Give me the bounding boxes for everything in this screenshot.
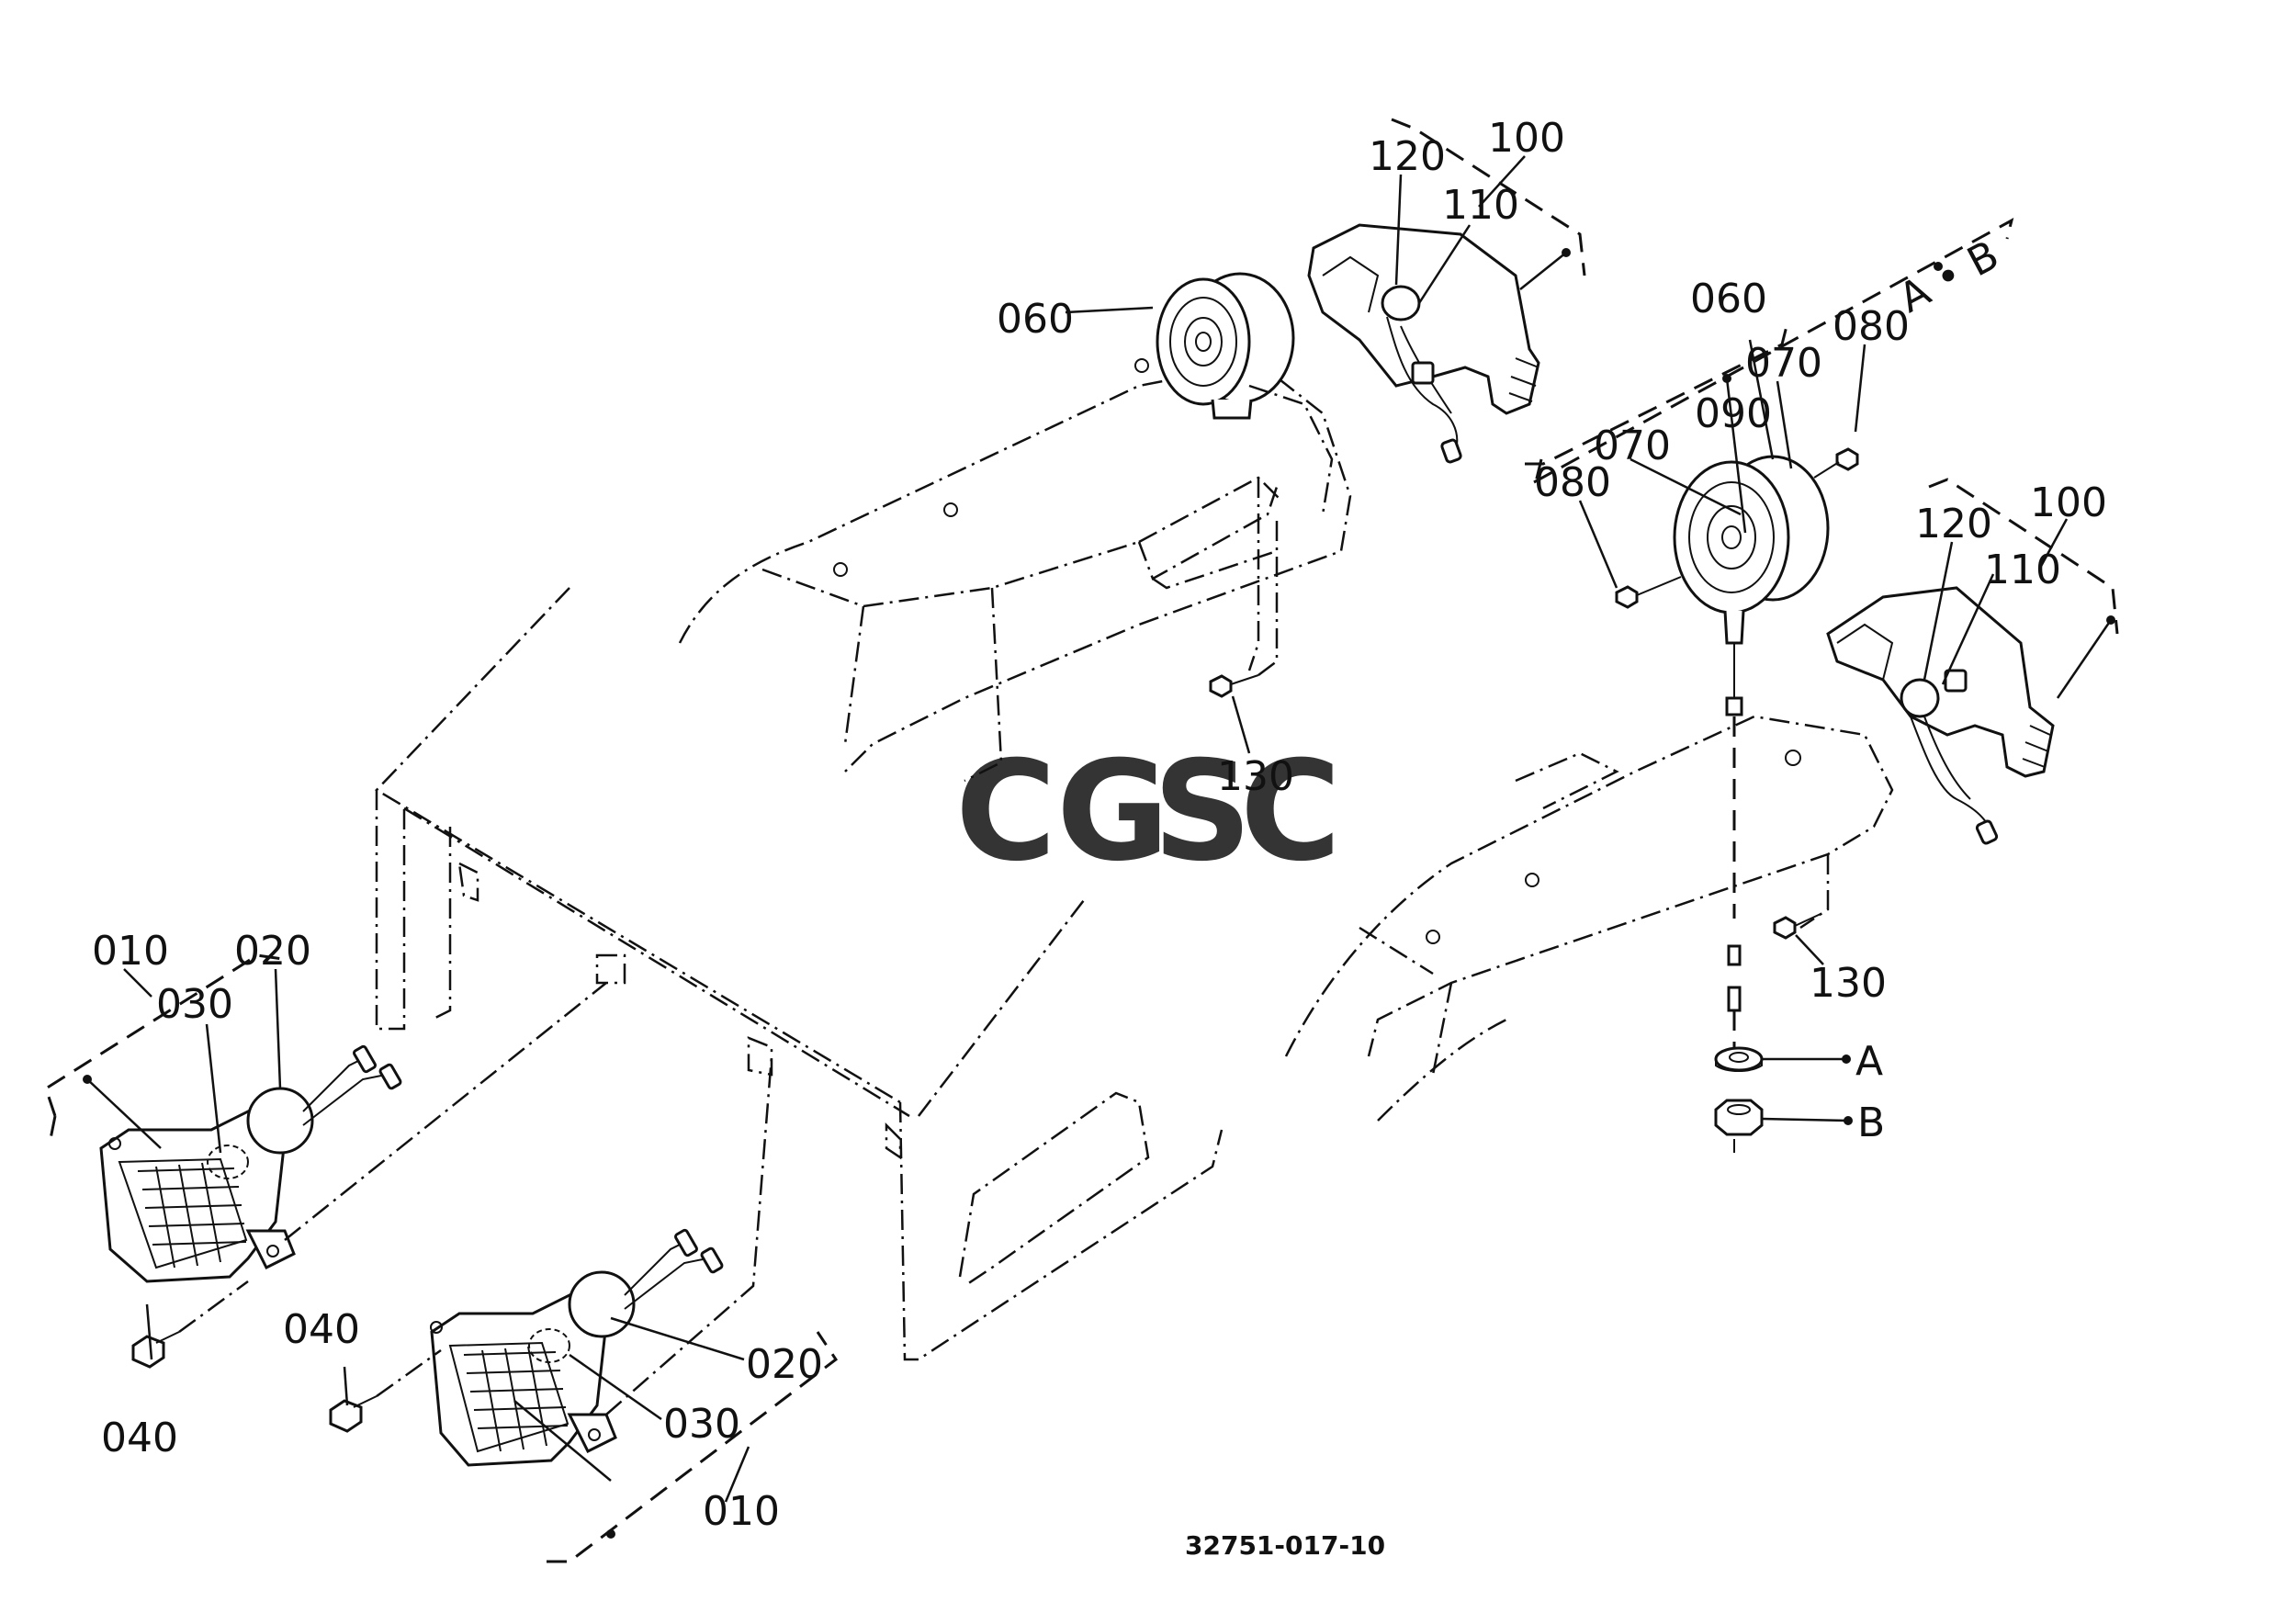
label-020-bottom: 020 [746,1341,823,1388]
drawing-number: 32751-017-10 [1185,1530,1385,1561]
cabin-outline [375,358,1894,1361]
label-100-right: 100 [2030,479,2107,526]
label-060-left: 060 [997,296,1074,343]
label-010-bottom: 010 [703,1488,780,1535]
label-020-left: 020 [234,928,311,975]
label-110-left: 110 [1442,182,1519,229]
watermark-letter-c2: C [1240,732,1341,892]
label-130-center: 130 [1217,753,1294,800]
lamp-cover-right [1826,586,2055,845]
cgsc-watermark: C G S C [955,732,1341,892]
label-030-bottom: 030 [663,1401,740,1448]
fasteners [131,447,1859,1433]
lamp-cover-left [1307,223,1540,464]
label-120-left: 120 [1369,133,1446,180]
label-070-right-top: 070 [1745,340,1822,387]
leader-lines [83,155,2115,1539]
label-080-right-top: 080 [1833,303,1910,350]
label-060-right: 060 [1690,276,1767,322]
label-ref-b: B [1857,1100,1885,1146]
work-light-left [1156,272,1334,515]
label-130-right: 130 [1810,960,1887,1007]
label-040-mid: 040 [283,1306,360,1353]
watermark-letter-c1: C [955,732,1056,892]
label-080-right-left: 080 [1534,459,1611,506]
label-030-left: 030 [156,981,233,1028]
label-100-left: 100 [1488,115,1565,162]
label-040-left: 040 [101,1415,178,1461]
combination-light-upper-left [99,1044,402,1283]
label-120-right: 120 [1915,501,1992,547]
label-010-left: 010 [92,928,169,975]
part-labels: 010 020 030 040 040 020 030 010 060 120 … [92,115,2107,1535]
work-light-right [1673,455,1830,1153]
watermark-letter-s: S [1153,732,1252,892]
combination-light-lower-left [430,1228,724,1467]
group-brackets [44,118,2119,1563]
label-110-right: 110 [1984,547,2061,593]
label-070-right-mid: 070 [1594,423,1671,469]
label-ref-a: A [1855,1038,1883,1085]
label-090-right: 090 [1695,390,1772,437]
watermark-letter-g: G [1056,732,1169,892]
label-ref-ab: A • B [1891,231,2006,322]
